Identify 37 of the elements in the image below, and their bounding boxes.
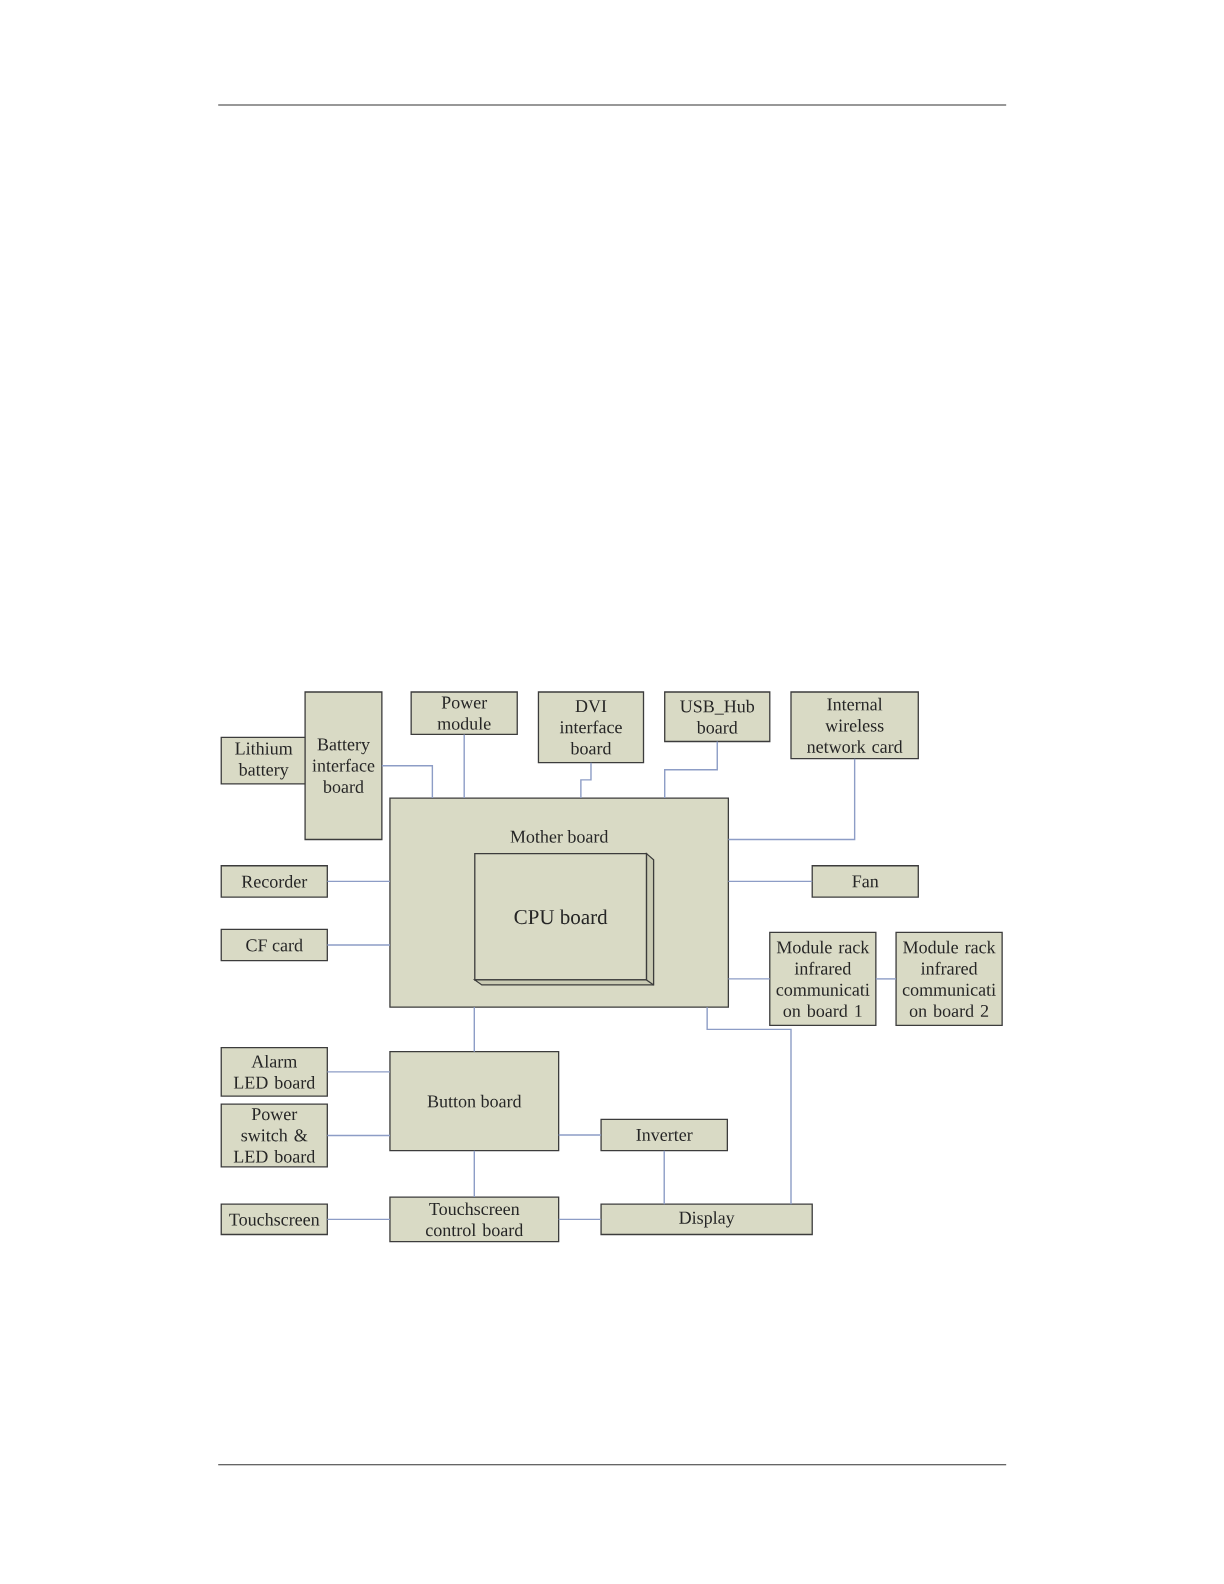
connector-line (557, 1134, 602, 1136)
connector-line (326, 1134, 391, 1137)
component-box: Touchscreen control board (389, 1196, 560, 1243)
component-box: Display (600, 1203, 813, 1236)
connector-line (326, 944, 391, 946)
component-box: CPU board (472, 852, 655, 986)
component-box: Button board (389, 1051, 560, 1152)
component-box: Alarm LED board (220, 1046, 328, 1097)
connector-line (381, 765, 433, 799)
component-box: Power switch & LED board (220, 1103, 328, 1168)
connector-line (706, 1006, 792, 1205)
connector-line (874, 978, 897, 980)
component-box: Power module (410, 691, 518, 736)
connector-line (326, 1071, 391, 1073)
component-box: Touchscreen (220, 1203, 328, 1236)
component-box: Fan (811, 865, 919, 898)
component-box: Lithium battery (220, 736, 307, 785)
component-box: CF card (220, 928, 328, 962)
connector-line (326, 1218, 391, 1221)
connector-line (663, 740, 718, 799)
connector-line (663, 1149, 665, 1205)
component-box: Recorder (220, 865, 328, 898)
component-box: Module rack infrared communicati on board 2 (895, 931, 1003, 1026)
component-box: Internal wireless network card (790, 691, 919, 760)
connector-line (727, 757, 856, 841)
connector-line (727, 880, 813, 883)
connector-line (473, 1006, 475, 1053)
connector-line (580, 762, 592, 799)
connector-line (557, 1218, 602, 1221)
connector-line (727, 978, 771, 980)
connector-line (326, 880, 391, 883)
component-box: Module rack infrared communicati on board 1 (768, 931, 877, 1026)
component-box: DVI interface board (537, 691, 644, 764)
connector-line (463, 733, 465, 799)
component-box: USB_Hub board (663, 691, 771, 743)
connector-line (473, 1149, 475, 1198)
component-box: Inverter (600, 1118, 728, 1152)
